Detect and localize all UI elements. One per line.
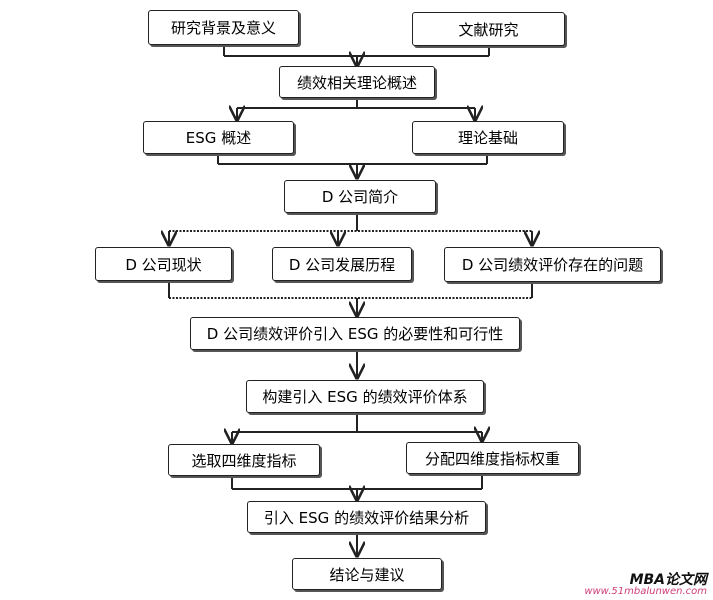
node-company-intro: D 公司简介 bbox=[284, 180, 436, 213]
watermark-url: www.51mbalunwen.com bbox=[584, 586, 707, 597]
node-theory-overview: 绩效相关理论概述 bbox=[279, 66, 435, 98]
node-necessity-feasibility: D 公司绩效评价引入 ESG 的必要性和可行性 bbox=[190, 317, 520, 350]
node-result-analysis: 引入 ESG 的绩效评价结果分析 bbox=[247, 501, 486, 533]
node-theory-basis: 理论基础 bbox=[412, 121, 564, 154]
node-literature-review: 文献研究 bbox=[412, 12, 565, 46]
node-company-problems: D 公司绩效评价存在的问题 bbox=[444, 247, 661, 282]
node-assign-weights: 分配四维度指标权重 bbox=[406, 442, 579, 474]
node-conclusion: 结论与建议 bbox=[292, 558, 442, 590]
node-company-status: D 公司现状 bbox=[95, 247, 232, 281]
node-company-history: D 公司发展历程 bbox=[272, 247, 412, 281]
node-research-background: 研究背景及意义 bbox=[148, 10, 299, 45]
node-select-indicators: 选取四维度指标 bbox=[168, 444, 320, 476]
node-esg-overview: ESG 概述 bbox=[143, 121, 294, 154]
node-build-evaluation-system: 构建引入 ESG 的绩效评价体系 bbox=[246, 380, 484, 413]
watermark-brand: MBA论文网 bbox=[629, 572, 707, 588]
